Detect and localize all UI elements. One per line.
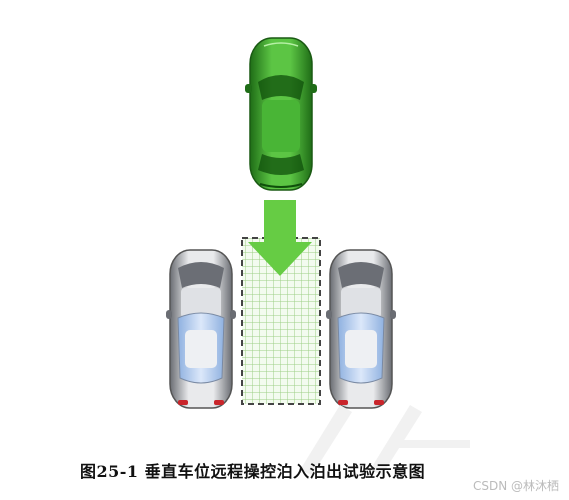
down-arrow-icon xyxy=(248,200,312,276)
green-car-icon xyxy=(245,37,317,191)
watermark-strokes xyxy=(300,405,352,475)
silver-car-icon xyxy=(166,249,236,409)
figure-caption: 图25-1 垂直车位远程操控泊入泊出试验示意图 xyxy=(80,462,426,481)
silver-car-icon xyxy=(326,249,396,409)
watermark-text: CSDN @林沐栖 xyxy=(472,479,559,493)
